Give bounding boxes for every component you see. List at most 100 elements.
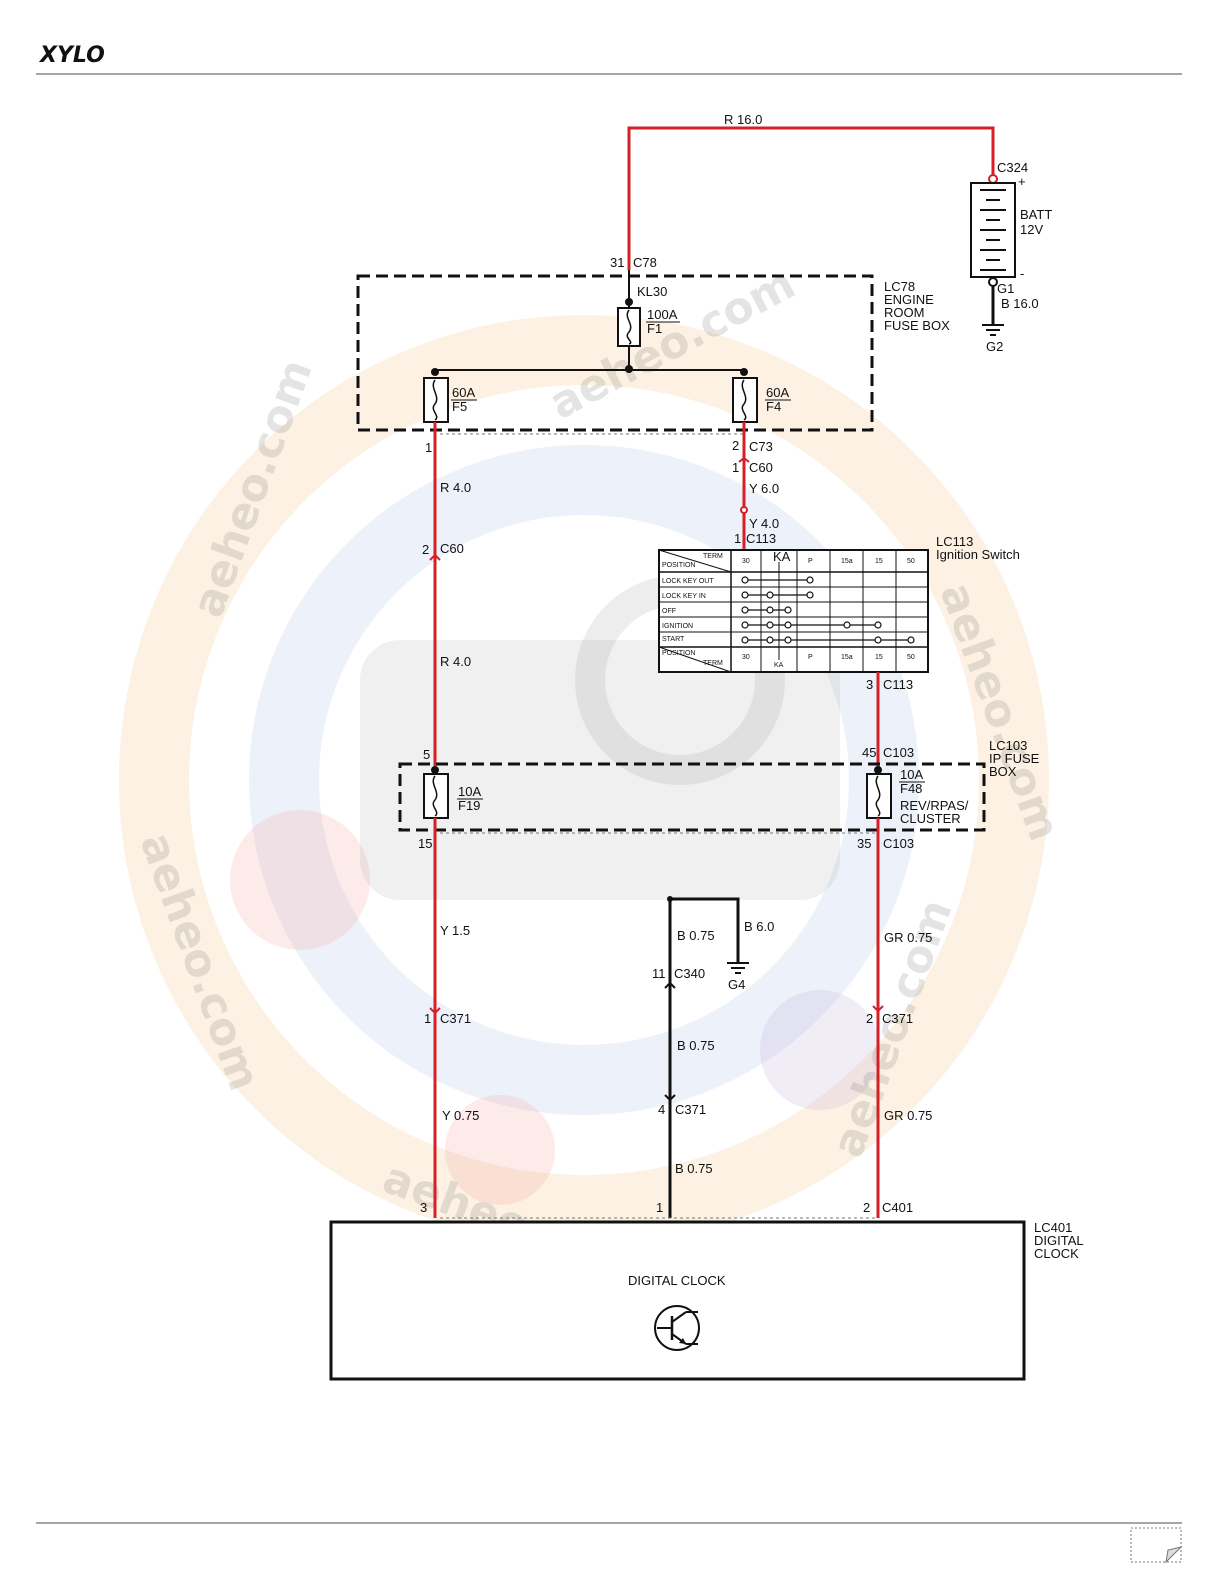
c401-pin3: 3 [420,1200,427,1215]
svg-text:LOCK KEY IN: LOCK KEY IN [662,593,706,600]
wire-label-b075c: B 0.75 [675,1161,713,1176]
ignition-switch-table [658,549,929,673]
wire-label-b075a: B 0.75 [677,928,715,943]
svg-text:IGNITION: IGNITION [662,623,693,630]
wire-label-top: R 16.0 [724,112,762,127]
clock-name: LC401 [1034,1220,1072,1235]
wire-label-y15: Y 1.5 [440,923,470,938]
wire-label-r4b: R 4.0 [440,654,471,669]
ground-symbol-g2 [982,324,1004,336]
fuse-f19-id: F19 [458,798,480,813]
c103a-pin: 45 [862,745,876,760]
ground-g4: G4 [728,977,745,992]
connector-mark [872,1005,884,1013]
c73-label: C73 [749,439,773,454]
fuse-f1 [617,307,641,347]
c78-label: C78 [633,255,657,270]
engine-fuse-box-name: LC78 [884,279,915,294]
brand-logo: XYLO [38,43,105,68]
wire-r16 [627,126,995,270]
ignition-footer-row: 30 KA P 15a 15 50 [742,654,915,669]
f19-out-pin: 15 [418,836,432,851]
engine-fuse-box-line3: FUSE BOX [884,318,950,333]
wire-label-b16: B 16.0 [1001,296,1039,311]
connector-mark [429,1007,441,1015]
ground-connector-g1: G1 [997,281,1014,296]
fuse-f48-id: F48 [900,781,922,796]
ignition-name: LC113 [936,534,973,549]
fuse-f4-id: F4 [766,399,781,414]
battery-voltage: 12V [1020,222,1043,237]
f19-in-pin: 5 [423,747,430,762]
wire-label-y4: Y 4.0 [749,516,779,531]
c371a-pin: 1 [424,1011,431,1026]
battery-connector: C324 [997,160,1028,175]
connector-mark [429,553,441,561]
junction-dot [625,365,633,373]
clock-inner-label: DIGITAL CLOCK [628,1273,726,1288]
c113a-label: C113 [746,531,776,546]
junction-dot [625,298,633,306]
ignition-diag-top2: POSITION [662,650,695,657]
c113b-label: C113 [883,677,913,692]
junction-dot [667,896,673,902]
ip-fuse-box-line1: IP FUSE [989,751,1040,766]
wire-label-b6: B 6.0 [744,919,774,934]
battery-plus-terminal [988,174,998,184]
fuse-f1-id: F1 [647,321,662,336]
c73-pin: 2 [732,438,739,453]
clock-line2: CLOCK [1034,1246,1079,1261]
ip-fuse-box-line2: BOX [989,764,1017,779]
engine-fuse-box-line1: ENGINE [884,292,934,307]
c103a-label: C103 [883,745,914,760]
c371c-label: C371 [882,1011,913,1026]
battery-minus-terminal [988,277,998,287]
c60a-pin: 1 [732,460,739,475]
c103b-label: C103 [883,836,914,851]
kl30-label: KL30 [637,284,667,299]
digital-clock-box [329,1220,1026,1381]
c401-label: C401 [882,1200,913,1215]
c103b-pin: 35 [857,836,871,851]
svg-text:P: P [808,558,813,565]
c113a-pin: 1 [734,531,741,546]
svg-text:OFF: OFF [662,608,676,615]
ignition-diag-bottom2: TERM [703,660,723,667]
wire-label-y075: Y 0.75 [442,1108,479,1123]
f5-pin: 1 [425,440,432,455]
svg-text:KA: KA [774,662,784,669]
junction-dot [431,368,439,376]
c371b-label: C371 [675,1102,706,1117]
ignition-title: Ignition Switch [936,547,1020,562]
c371c-pin: 2 [866,1011,873,1026]
connector-mark [738,456,750,463]
fuse-f48-desc2: CLUSTER [900,811,961,826]
clock-line1: DIGITAL [1034,1233,1084,1248]
svg-text:15a: 15a [841,558,853,565]
c401-pin2: 2 [863,1200,870,1215]
c340-label: C340 [674,966,705,981]
fuse-f5 [423,377,449,423]
svg-text:15a: 15a [841,654,853,661]
svg-text:LOCK KEY OUT: LOCK KEY OUT [662,578,714,585]
junction-dot [431,766,439,774]
battery-symbol [970,182,1016,278]
wire-label-y6: Y 6.0 [749,481,779,496]
wire-label-gr075a: GR 0.75 [884,930,932,945]
svg-text:15: 15 [875,558,883,565]
fuse-f48-desc1: REV/RPAS/ [900,798,969,813]
c371a-label: C371 [440,1011,471,1026]
svg-text:50: 50 [907,558,915,565]
svg-text:KA: KA [773,549,791,564]
ground-g2: G2 [986,339,1003,354]
splice [740,506,748,514]
ignition-header-row: 30 KA P 15a 15 50 [742,549,915,565]
svg-text:30: 30 [742,558,750,565]
fuse-f5-id: F5 [452,399,467,414]
ignition-diag-top: TERM [703,553,723,560]
c401-pin1: 1 [656,1200,663,1215]
fuse-f48-rating: 10A [900,767,923,782]
wire-label-gr075b: GR 0.75 [884,1108,932,1123]
engine-fuse-box-frame [356,274,874,432]
